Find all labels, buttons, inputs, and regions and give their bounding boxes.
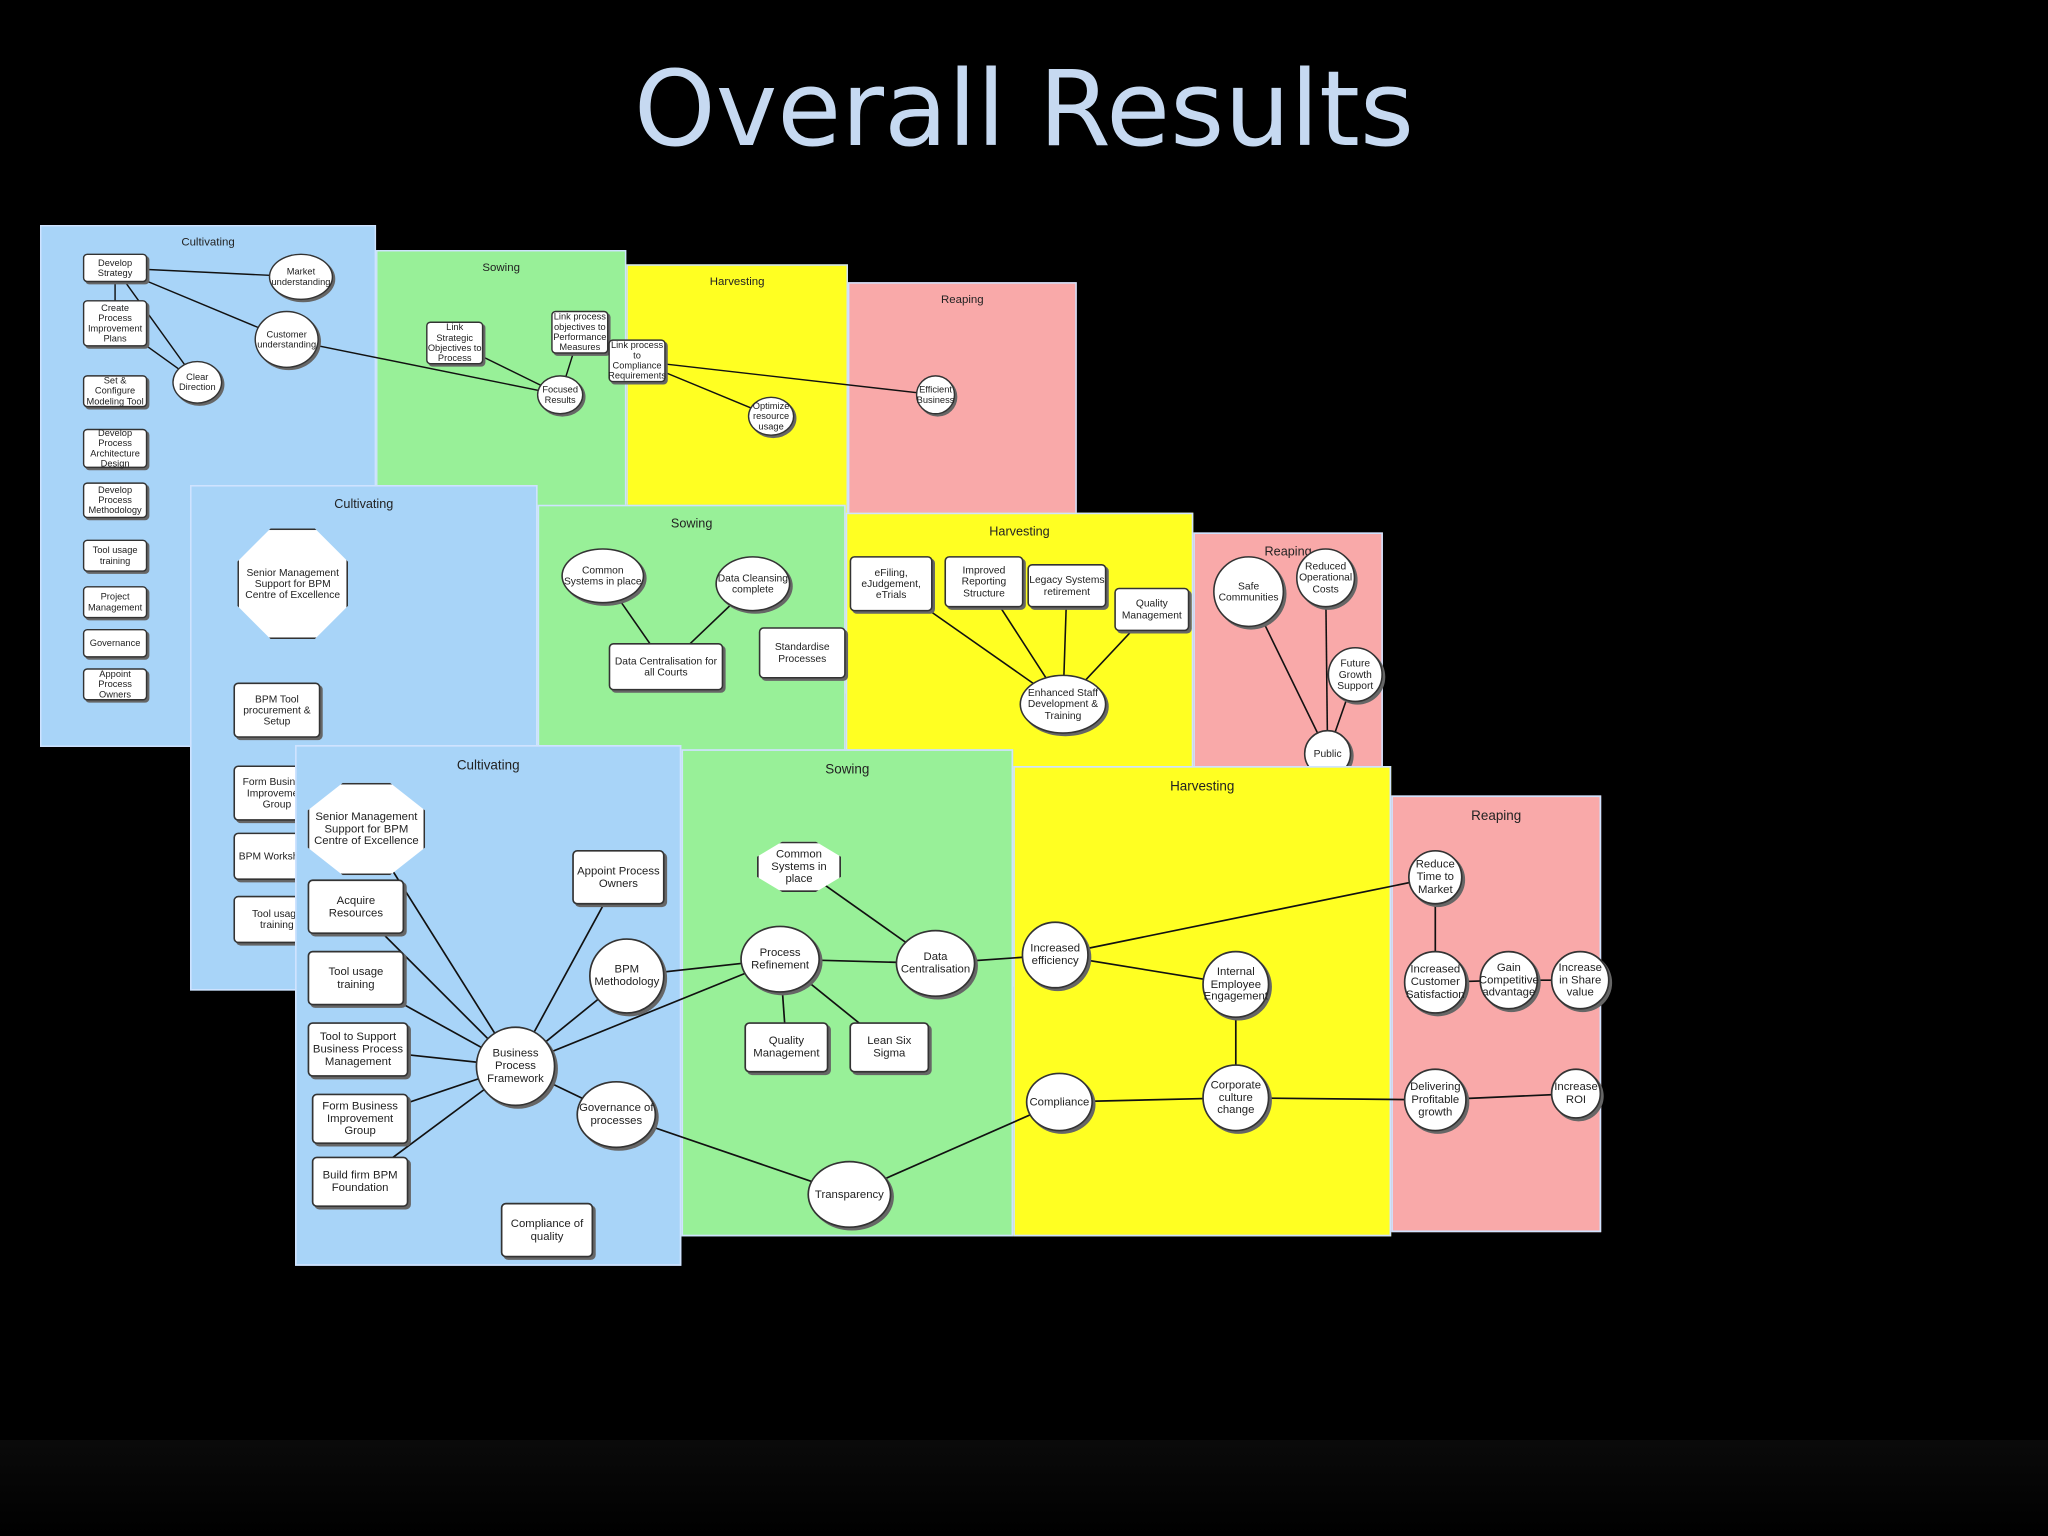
mid-node-y3: Legacy Systems retirement — [1027, 564, 1107, 608]
mid-node-g2: Data Cleansing complete — [715, 556, 791, 612]
back-node-b9: Appoint Process Owners — [82, 668, 148, 701]
back-panel-title: Harvesting — [709, 275, 765, 288]
front-node-y4: Corporate culture change — [1202, 1064, 1270, 1132]
front-panel-harvesting: Harvesting — [1013, 766, 1392, 1237]
slide-title: Overall Results — [633, 48, 1415, 170]
front-node-b8: BPM Methodology — [589, 938, 665, 1014]
floor-reflection — [0, 1440, 2048, 1536]
front-node-p2: Increased Customer Satisfaction — [1403, 950, 1467, 1014]
front-panel-title: Harvesting — [1170, 779, 1235, 794]
back-panel-title: Reaping — [941, 293, 984, 306]
back-node-b6: Tool usage training — [82, 539, 148, 572]
front-panel-title: Sowing — [825, 762, 870, 777]
back-node-p1: Efficient Business — [915, 375, 956, 415]
front-node-b7: Appoint Process Owners — [572, 850, 665, 905]
back-node-b10: Market understanding — [268, 253, 334, 301]
mid-node-p1: Safe Communities — [1213, 556, 1285, 628]
back-node-b12: Clear Direction — [172, 360, 223, 404]
front-panel-title: Cultivating — [456, 758, 520, 773]
back-node-b4: Develop Process Architecture Design — [82, 428, 148, 468]
back-node-b5: Develop Process Methodology — [82, 482, 148, 519]
front-node-g6: Transparency — [807, 1160, 892, 1228]
back-node-b3: Set & Configure Modeling Tool — [82, 375, 148, 408]
back-node-b8: Governance — [82, 628, 148, 658]
front-node-y3: Compliance — [1025, 1072, 1093, 1132]
front-node-p6: Increase ROI — [1550, 1068, 1602, 1119]
front-node-b3: Tool usage training — [307, 950, 405, 1006]
front-node-g4: Quality Management — [744, 1022, 829, 1073]
front-node-g3: Data Centralisation — [895, 929, 976, 997]
mid-panel-title: Reaping — [1264, 545, 1312, 559]
back-node-g3: Link process to Compliance Requirements — [608, 339, 666, 383]
mid-panel-title: Sowing — [670, 517, 713, 531]
mid-node-g3: Data Centralisation for all Courts — [608, 643, 724, 691]
front-node-y2: Internal Employee Engagement — [1202, 950, 1270, 1018]
mid-node-y2: Improved Reporting Structure — [944, 556, 1024, 608]
mid-node-y4: Quality Management — [1114, 587, 1190, 632]
front-panel-title: Reaping — [1471, 808, 1522, 824]
front-node-b5: Form Business Improvement Group — [311, 1093, 409, 1144]
mid-node-g1: Common Systems in place — [561, 548, 645, 604]
front-node-p1: Reduce Time to Market — [1408, 850, 1463, 905]
back-node-g1: Link Strategic Objectives to Process — [426, 321, 484, 365]
back-node-g2: Link process objectives to Performance M… — [551, 310, 609, 354]
back-panel-title: Cultivating — [181, 236, 235, 249]
mid-node-p3: Future Growth Support — [1327, 646, 1383, 703]
back-node-b1: Develop Strategy — [82, 253, 148, 283]
mid-node-b2: BPM Tool procurement & Setup — [233, 682, 321, 738]
mid-node-y5: Enhanced Staff Development & Training — [1019, 674, 1107, 734]
mid-node-b1: Senior Management Support for BPM Centre… — [237, 528, 348, 640]
back-node-b7: Project Management — [82, 586, 148, 619]
front-node-b11: Compliance of quality — [500, 1202, 594, 1258]
front-node-b2: Acquire Resources — [307, 879, 405, 934]
front-node-g2: Process Refinement — [740, 925, 820, 993]
mid-panel-title: Harvesting — [989, 525, 1050, 539]
back-panel-title: Sowing — [482, 261, 520, 274]
back-node-g4: Focused Results — [536, 375, 584, 415]
mid-node-g4: Standardise Processes — [758, 627, 846, 679]
front-node-p4: Increase in Share value — [1550, 950, 1610, 1010]
front-node-b9: Business Process Framework — [475, 1026, 556, 1107]
front-node-g1: Common Systems in place — [757, 841, 841, 892]
front-node-p5: Delivering Profitable growth — [1403, 1068, 1467, 1132]
mid-panel-title: Cultivating — [334, 497, 394, 512]
mid-node-p2: Reduced Operational Costs — [1296, 548, 1356, 608]
front-node-p3: Gain Competitive advantage — [1479, 950, 1539, 1010]
front-node-y1: Increased efficiency — [1021, 921, 1089, 989]
front-node-b4: Tool to Support Business Process Managem… — [307, 1022, 409, 1077]
front-node-b1: Senior Management Support for BPM Centre… — [307, 782, 426, 876]
back-node-b11: Customer understanding — [254, 310, 319, 368]
front-node-b6: Build firm BPM Foundation — [311, 1156, 409, 1207]
front-node-g5: Lean Six Sigma — [849, 1022, 930, 1073]
back-node-b2: Create Process Improvement Plans — [82, 300, 148, 347]
back-node-y1: Optimize resource usage — [747, 396, 795, 436]
mid-node-y1: eFiling, eJudgement, eTrials — [849, 556, 933, 612]
front-node-b10: Governance of processes — [576, 1081, 657, 1149]
